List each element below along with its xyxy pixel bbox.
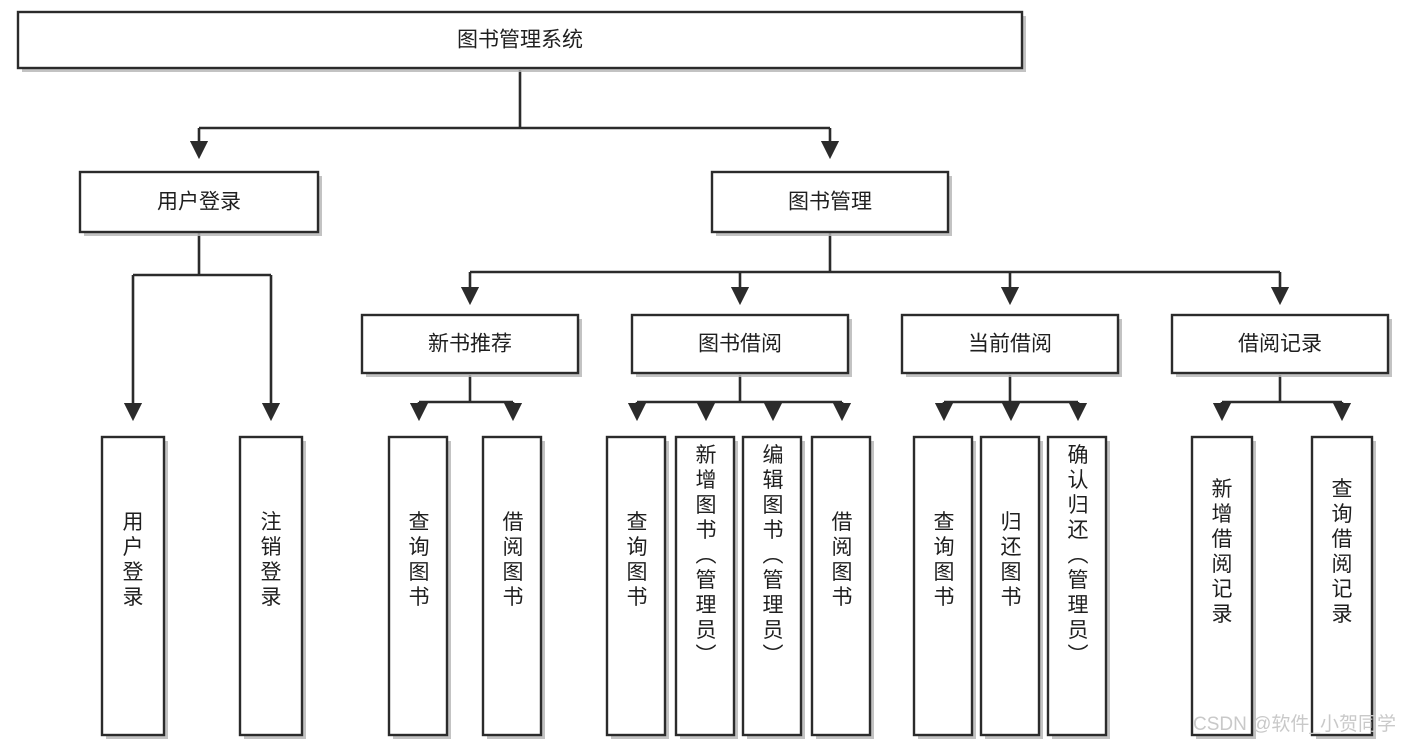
leaf-logout[interactable]: 注销登录 — [238, 435, 306, 739]
leaf-logout-box[interactable] — [238, 435, 304, 737]
node-current-borrow-box[interactable] — [900, 313, 1120, 375]
node-book-manage[interactable]: 图书管理 — [710, 170, 952, 236]
leaf-add-book-label: 新增图书︵管理员︶ — [696, 444, 717, 667]
node-user-login-box[interactable] — [78, 170, 320, 234]
leaf-borrow-book-1-label: 借阅图书 — [503, 511, 524, 609]
leaf-user-login-box[interactable] — [100, 435, 166, 737]
node-current-borrow[interactable]: 当前借阅 — [900, 313, 1122, 377]
node-current-borrow-label: 当前借阅 — [968, 333, 1052, 356]
node-borrow-record-label: 借阅记录 — [1238, 333, 1322, 356]
node-user-login[interactable]: 用户登录 — [78, 170, 322, 236]
leaf-return-book-box[interactable] — [979, 435, 1041, 737]
leaf-return-book[interactable]: 归还图书 — [979, 435, 1043, 739]
node-new-book-rec[interactable]: 新书推荐 — [360, 313, 582, 377]
leaf-query-record[interactable]: 查询借阅记录 — [1310, 435, 1376, 739]
node-borrow-record-box[interactable] — [1170, 313, 1390, 375]
csdn-watermark: CSDN @软件_小贺同学 — [1193, 713, 1396, 735]
leaf-logout-label: 注销登录 — [261, 511, 282, 609]
leaf-query-record-box[interactable] — [1310, 435, 1374, 737]
leaf-query-book-2-label: 查询图书 — [627, 511, 648, 609]
leaf-query-book-1[interactable]: 查询图书 — [387, 435, 451, 739]
node-book-manage-box[interactable] — [710, 170, 950, 234]
node-new-book-rec-box[interactable] — [360, 313, 580, 375]
leaf-edit-book-label: 编辑图书︵管理员︶ — [763, 444, 784, 667]
leaf-add-book[interactable]: 新增图书︵管理员︶ — [674, 435, 738, 739]
connector-layer — [123, 70, 1352, 422]
leaf-borrow-book-2-box[interactable] — [810, 435, 872, 737]
leaf-confirm-return-label: 确认归还︵管理员︶ — [1068, 444, 1089, 667]
node-book-borrow-label: 图书借阅 — [698, 333, 782, 356]
node-book-manage-label: 图书管理 — [788, 191, 872, 214]
node-root[interactable]: 图书管理系统 — [16, 10, 1026, 72]
leaf-edit-book[interactable]: 编辑图书︵管理员︶ — [741, 435, 805, 739]
node-borrow-record[interactable]: 借阅记录 — [1170, 313, 1392, 377]
node-user-login-label: 用户登录 — [157, 191, 241, 214]
leaf-borrow-book-1[interactable]: 借阅图书 — [481, 435, 545, 739]
leaf-borrow-book-1-box[interactable] — [481, 435, 543, 737]
leaf-query-record-label: 查询借阅记录 — [1332, 478, 1353, 626]
leaf-return-book-label: 归还图书 — [1001, 511, 1022, 609]
leaf-query-book-3[interactable]: 查询图书 — [912, 435, 976, 739]
leaf-query-book-2-box[interactable] — [605, 435, 667, 737]
node-book-borrow-box[interactable] — [630, 313, 850, 375]
leaf-edit-book-box[interactable] — [741, 435, 803, 737]
leaf-query-book-3-label: 查询图书 — [934, 511, 955, 609]
leaf-query-book-3-box[interactable] — [912, 435, 974, 737]
node-root-label: 图书管理系统 — [457, 29, 583, 52]
leaf-confirm-return-box[interactable] — [1046, 435, 1108, 737]
leaf-borrow-book-2[interactable]: 借阅图书 — [810, 435, 874, 739]
leaf-add-record-box[interactable] — [1190, 435, 1254, 737]
leaf-query-book-1-box[interactable] — [387, 435, 449, 737]
leaf-borrow-book-2-label: 借阅图书 — [832, 511, 853, 609]
leaf-add-record[interactable]: 新增借阅记录 — [1190, 435, 1256, 739]
node-book-borrow[interactable]: 图书借阅 — [630, 313, 852, 377]
leaf-confirm-return[interactable]: 确认归还︵管理员︶ — [1046, 435, 1110, 739]
leaf-add-record-label: 新增借阅记录 — [1212, 478, 1233, 626]
leaf-user-login-label: 用户登录 — [123, 511, 144, 609]
node-new-book-rec-label: 新书推荐 — [428, 333, 512, 356]
leaf-add-book-box[interactable] — [674, 435, 736, 737]
leaf-query-book-1-label: 查询图书 — [409, 511, 430, 609]
node-root-box[interactable] — [16, 10, 1024, 70]
leaf-query-book-2[interactable]: 查询图书 — [605, 435, 669, 739]
leaf-user-login[interactable]: 用户登录 — [100, 435, 168, 739]
